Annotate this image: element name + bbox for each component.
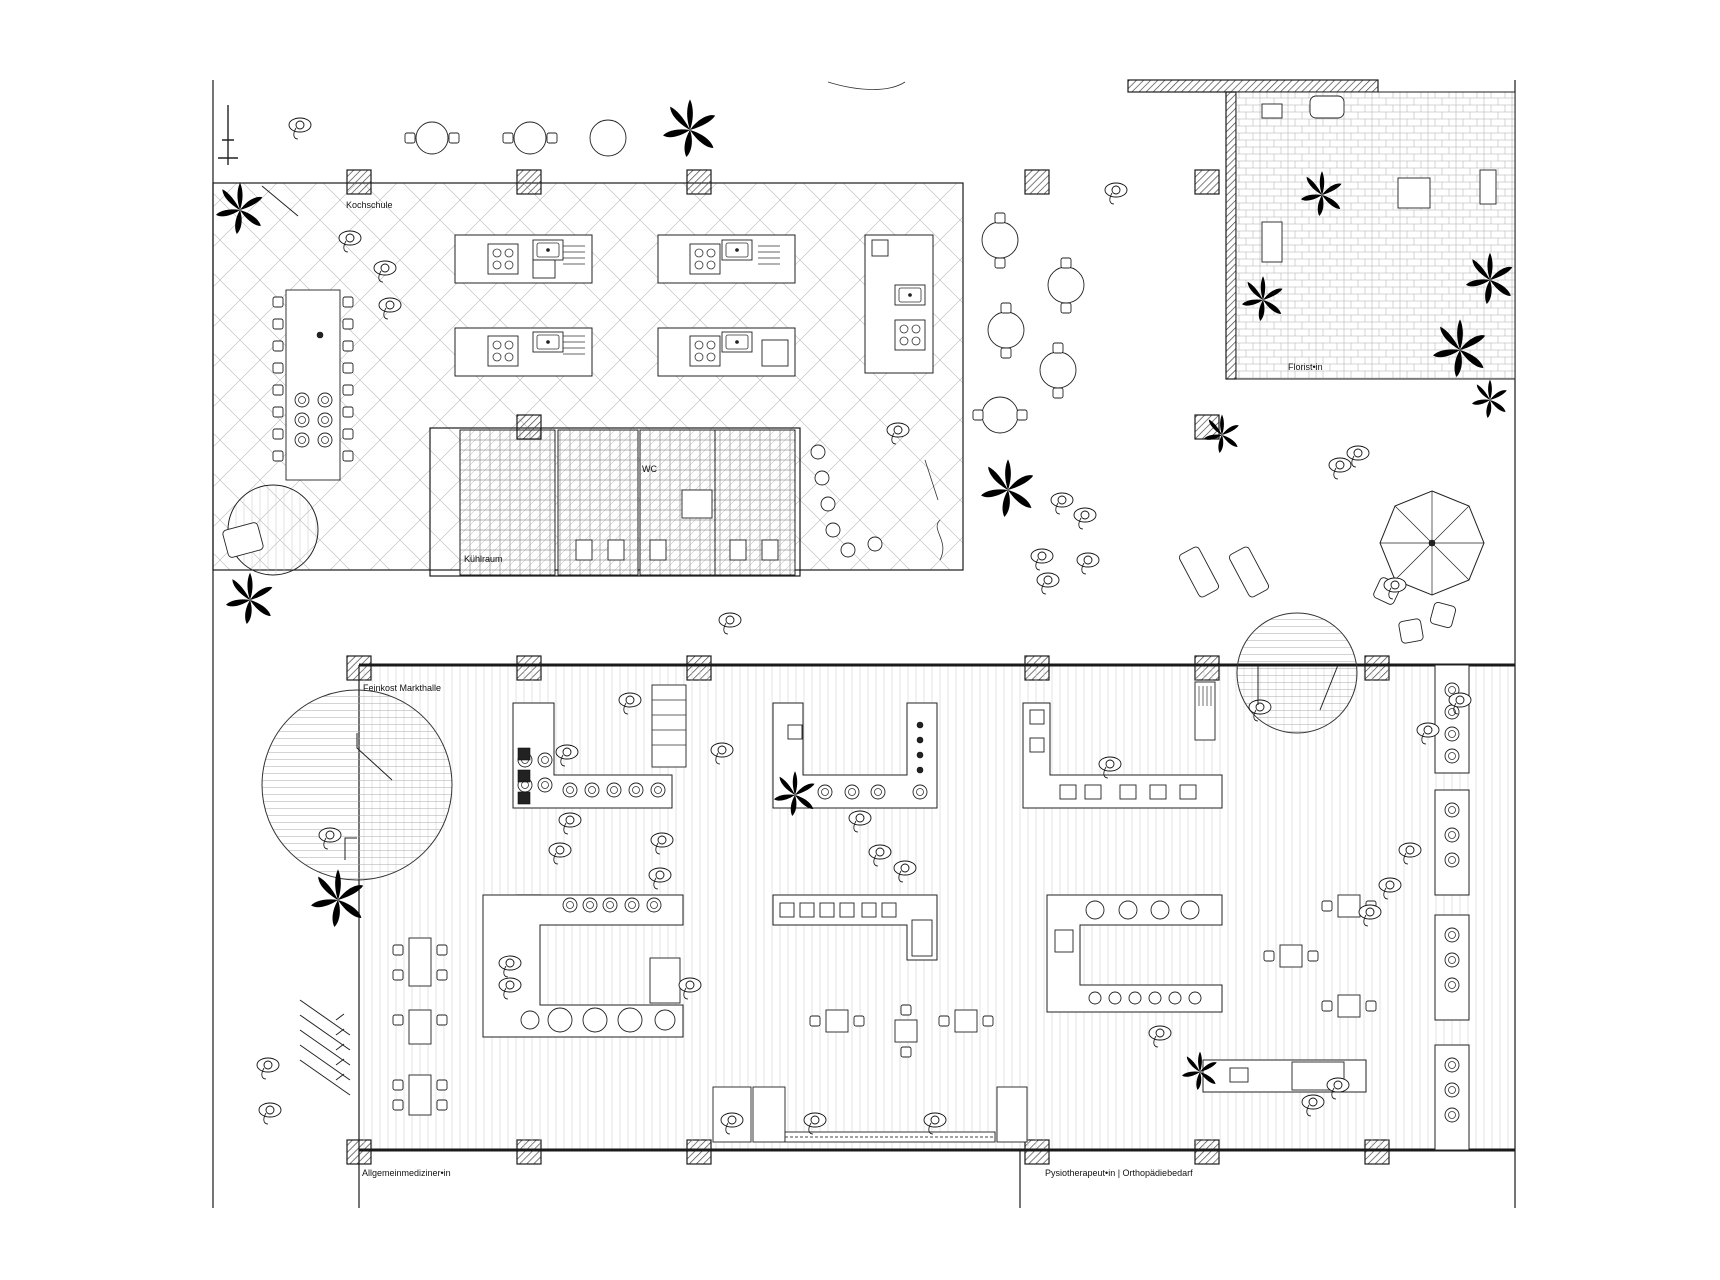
cooking-island-2	[657, 234, 796, 284]
right-counters	[1434, 664, 1470, 1151]
stall-4	[482, 894, 684, 1038]
bottom-counters	[712, 1086, 1028, 1143]
stall-2	[772, 702, 938, 809]
stall-6	[1046, 894, 1223, 1013]
cooking-island-3	[454, 327, 593, 377]
cooking-island-5	[864, 234, 934, 374]
dining-tables	[392, 894, 1377, 1116]
armchair	[222, 522, 264, 558]
kuehlraum-label: Kühlraum	[464, 554, 503, 564]
kuehlraum-block: Kühlraum WC	[429, 427, 801, 577]
round-rug-markthalle	[261, 689, 453, 881]
florist-label: Florist•in	[1288, 362, 1323, 372]
bike-racks	[299, 999, 351, 1096]
markthalle-room: Feinkost Markthalle Allgemeinmediziner•i…	[261, 612, 1515, 1208]
parasol	[1379, 490, 1485, 596]
stall-3	[1022, 681, 1223, 809]
kochschule-room: Kochschule	[212, 182, 964, 577]
florist-room: Florist•in	[1127, 79, 1516, 380]
wc-label: WC	[642, 464, 657, 474]
kochschule-label: Kochschule	[346, 200, 393, 210]
physiotherapeut-label: Pysiotherapeut•in | Orthopädiebedarf	[1045, 1168, 1193, 1178]
feinkost-label: Feinkost Markthalle	[363, 683, 441, 693]
courtyard	[218, 81, 1485, 1096]
table-dishes	[294, 331, 333, 448]
doors	[261, 185, 1339, 860]
stall-1	[512, 684, 687, 809]
cooking-island-1	[454, 234, 593, 284]
cooking-island-4	[657, 327, 796, 377]
bar-counter-line	[924, 459, 944, 561]
round-rug-entrance	[1236, 612, 1358, 734]
long-table	[285, 289, 341, 481]
bike-stand	[218, 105, 238, 165]
allgemeinmediziner-label: Allgemeinmediziner•in	[362, 1168, 451, 1178]
stall-5	[772, 894, 938, 961]
